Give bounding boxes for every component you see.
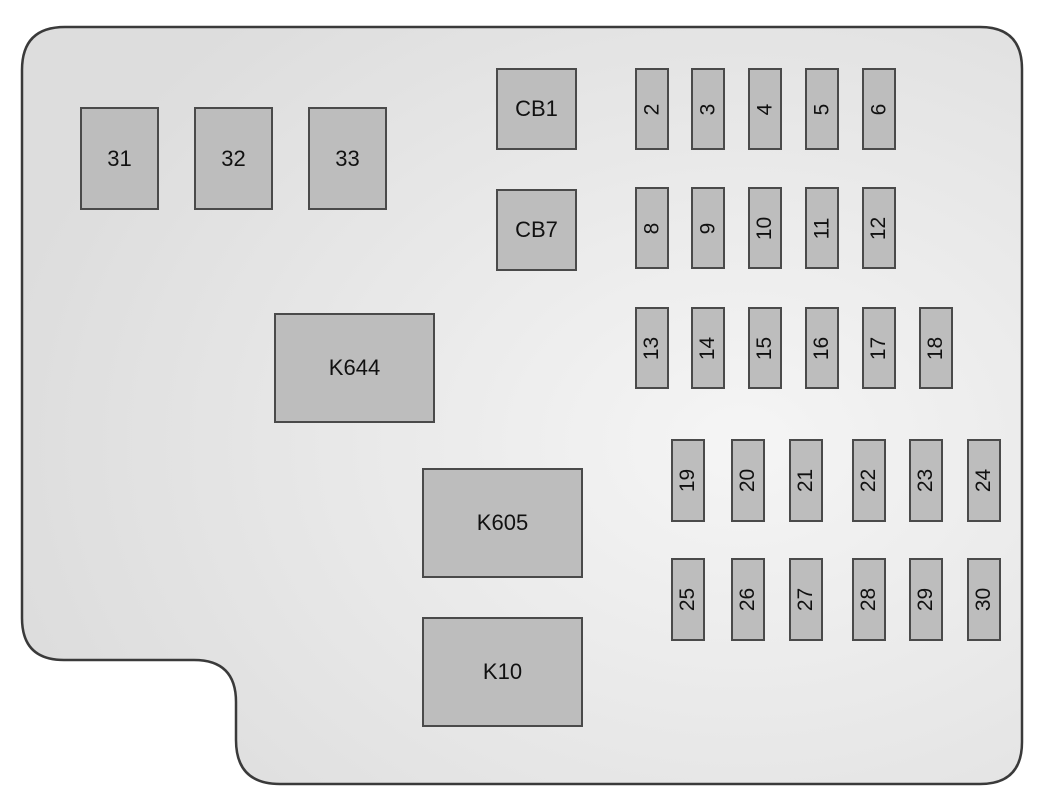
fuse-22-label: 22 — [857, 468, 881, 493]
fuse-30-label: 30 — [972, 587, 996, 612]
fuse-2: 2 — [635, 68, 669, 150]
relay-k10: K10 — [422, 617, 583, 727]
fuse-32-label: 32 — [221, 145, 246, 171]
fuse-4-label: 4 — [753, 103, 777, 115]
fuse-5-label: 5 — [810, 103, 834, 115]
fuse-5: 5 — [805, 68, 839, 150]
fuse-17: 17 — [862, 307, 896, 389]
fuse-29: 29 — [909, 558, 943, 641]
fuse-20-label: 20 — [736, 468, 760, 493]
fuse-15: 15 — [748, 307, 782, 389]
fuse-2-label: 2 — [640, 103, 664, 115]
fuse-26: 26 — [731, 558, 765, 641]
fuse-16: 16 — [805, 307, 839, 389]
fuse-17-label: 17 — [867, 336, 891, 360]
fuse-18-label: 18 — [924, 336, 948, 360]
circuit-breaker-cb7: CB7 — [496, 189, 577, 271]
fuse-21-label: 21 — [794, 468, 818, 493]
fuse-29-label: 29 — [914, 587, 938, 612]
fuse-21: 21 — [789, 439, 823, 522]
fuse-13-label: 13 — [640, 336, 664, 360]
fuse-30: 30 — [967, 558, 1001, 641]
fuse-28-label: 28 — [857, 587, 881, 612]
fuse-25-label: 25 — [676, 587, 700, 612]
fuse-3-label: 3 — [696, 103, 720, 115]
fuse-8-label: 8 — [640, 222, 664, 234]
fuse-19-label: 19 — [676, 468, 700, 493]
relay-k644: K644 — [274, 313, 435, 423]
fuse-26-label: 26 — [736, 587, 760, 612]
fuse-33-label: 33 — [335, 145, 360, 171]
fuse-33: 33 — [308, 107, 387, 210]
fuse-10: 10 — [748, 187, 782, 269]
fuse-4: 4 — [748, 68, 782, 150]
fuse-9-label: 9 — [696, 222, 720, 234]
fuse-22: 22 — [852, 439, 886, 522]
fuse-31-label: 31 — [107, 145, 132, 171]
fuse-12-label: 12 — [867, 216, 891, 240]
fuse-27: 27 — [789, 558, 823, 641]
fuse-14: 14 — [691, 307, 725, 389]
fuse-23-label: 23 — [914, 468, 938, 493]
cb1-label: CB1 — [515, 96, 558, 121]
relay-k605: K605 — [422, 468, 583, 578]
fuse-11: 11 — [805, 187, 839, 269]
fuse-16-label: 16 — [810, 336, 834, 360]
fuse-14-label: 14 — [696, 336, 720, 360]
fuse-11-label: 11 — [810, 217, 834, 239]
fuse-6: 6 — [862, 68, 896, 150]
fuse-31: 31 — [80, 107, 159, 210]
fuse-27-label: 27 — [794, 587, 818, 612]
fuse-9: 9 — [691, 187, 725, 269]
fuse-24: 24 — [967, 439, 1001, 522]
fuse-32: 32 — [194, 107, 273, 210]
fuse-6-label: 6 — [867, 103, 891, 115]
relay-k644-label: K644 — [328, 355, 381, 380]
fuse-15-label: 15 — [753, 336, 777, 360]
fuse-12: 12 — [862, 187, 896, 269]
fuse-24-label: 24 — [972, 468, 996, 493]
fuse-13: 13 — [635, 307, 669, 389]
fuse-25: 25 — [671, 558, 705, 641]
fuse-8: 8 — [635, 187, 669, 269]
fuse-18: 18 — [919, 307, 953, 389]
fuse-28: 28 — [852, 558, 886, 641]
fuse-3: 3 — [691, 68, 725, 150]
fuse-10-label: 10 — [753, 216, 777, 240]
cb7-label: CB7 — [515, 217, 558, 242]
circuit-breaker-cb1: CB1 — [496, 68, 577, 150]
relay-k605-label: K605 — [476, 510, 529, 535]
fuse-23: 23 — [909, 439, 943, 522]
relay-k10-label: K10 — [482, 659, 523, 684]
fuse-19: 19 — [671, 439, 705, 522]
fuse-20: 20 — [731, 439, 765, 522]
